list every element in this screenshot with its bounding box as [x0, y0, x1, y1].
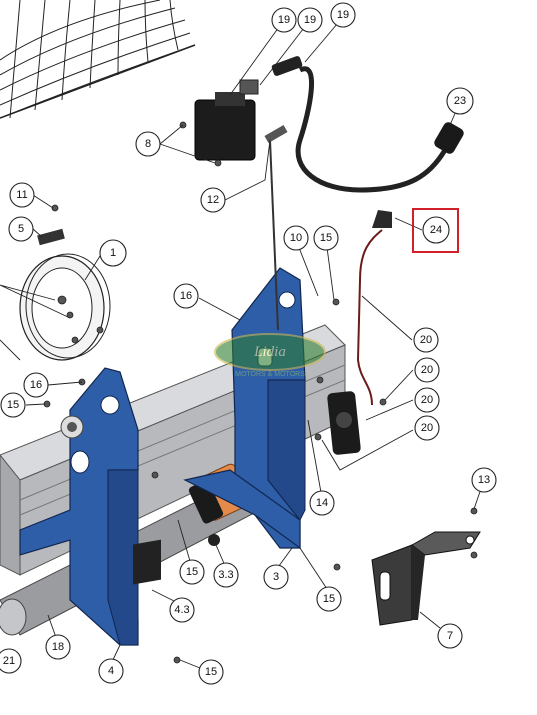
svg-text:15: 15	[205, 666, 217, 678]
svg-text:13: 13	[478, 474, 490, 486]
ht-lead	[271, 56, 464, 193]
highlight-box-24	[412, 208, 459, 253]
ignition-coil	[194, 79, 259, 161]
svg-text:14: 14	[316, 497, 328, 509]
callout-23[interactable]: 23	[446, 87, 474, 115]
callout-8[interactable]: 8	[135, 131, 161, 157]
callout-15-e[interactable]: 15	[198, 659, 224, 685]
black-collar	[188, 480, 224, 524]
callout-1[interactable]: 1	[99, 239, 127, 267]
svg-text:20: 20	[421, 364, 433, 376]
callout-5[interactable]: 5	[8, 216, 34, 242]
callout-15-c[interactable]: 15	[179, 559, 205, 585]
spark-plug-cap	[434, 122, 464, 154]
pin-rod	[269, 139, 279, 331]
svg-text:19: 19	[278, 14, 290, 26]
label-plate	[133, 539, 161, 585]
callout-4-3[interactable]: 4.3	[169, 597, 195, 623]
svg-text:15: 15	[7, 399, 19, 411]
callout-16-b[interactable]: 16	[23, 372, 49, 398]
svg-text:24: 24	[430, 224, 442, 236]
callout-20-b[interactable]: 20	[414, 357, 440, 383]
svg-text:3: 3	[273, 571, 279, 583]
callout-13[interactable]: 13	[471, 467, 497, 493]
svg-text:10: 10	[290, 232, 302, 244]
callout-15-d[interactable]: 15	[316, 586, 342, 612]
svg-text:16: 16	[180, 290, 192, 302]
svg-text:20: 20	[421, 422, 433, 434]
svg-text:4: 4	[108, 665, 114, 677]
kill-switch-assembly	[327, 210, 392, 455]
svg-text:15: 15	[186, 566, 198, 578]
watermark-brand: Lidia	[253, 344, 286, 360]
watermark-logo: Lidia MOTORS & MOTORS	[214, 333, 326, 378]
clip-part	[37, 228, 65, 246]
callout-15-a[interactable]: 15	[313, 225, 339, 251]
callout-15-b[interactable]: 15	[0, 392, 26, 418]
svg-text:23: 23	[454, 95, 466, 107]
svg-text:20: 20	[420, 334, 432, 346]
svg-text:11: 11	[16, 189, 27, 201]
svg-text:3.3: 3.3	[218, 569, 233, 581]
callout-14[interactable]: 14	[309, 490, 335, 516]
wire-mesh-guard	[0, 0, 196, 119]
callout-3[interactable]: 3	[263, 564, 289, 590]
callout-3-3[interactable]: 3.3	[213, 562, 239, 588]
svg-text:16: 16	[30, 379, 42, 391]
svg-text:21: 21	[3, 655, 15, 667]
left-support-bracket	[19, 367, 139, 646]
svg-text:19: 19	[304, 14, 316, 26]
svg-text:1: 1	[110, 247, 116, 259]
callout-4[interactable]: 4	[98, 658, 124, 684]
svg-text:20: 20	[421, 394, 433, 406]
mounting-bracket	[371, 531, 481, 626]
svg-text:15: 15	[323, 593, 335, 605]
svg-text:18: 18	[52, 641, 64, 653]
callout-19-b[interactable]: 19	[297, 7, 323, 33]
watermark-tagline: MOTORS & MOTORS	[235, 371, 305, 378]
svg-text:8: 8	[145, 138, 151, 150]
callout-7[interactable]: 7	[437, 623, 463, 649]
svg-text:7: 7	[447, 630, 453, 642]
callout-21[interactable]: 21	[0, 648, 22, 674]
callout-18[interactable]: 18	[45, 634, 71, 660]
svg-text:4.3: 4.3	[174, 604, 189, 616]
callout-19-a[interactable]: 19	[271, 7, 297, 33]
callout-10[interactable]: 10	[283, 225, 309, 251]
callout-12[interactable]: 12	[200, 187, 226, 213]
callout-24[interactable]: 24	[422, 216, 450, 244]
callout-16-a[interactable]: 16	[173, 283, 199, 309]
callout-11[interactable]: 11	[9, 182, 35, 208]
svg-text:5: 5	[18, 223, 24, 235]
callout-20-a[interactable]: 20	[413, 327, 439, 353]
leader-lines	[0, 16, 485, 673]
round-flange	[19, 253, 111, 361]
svg-text:15: 15	[320, 232, 332, 244]
callout-19-c[interactable]: 19	[330, 2, 356, 28]
callout-20-d[interactable]: 20	[414, 415, 440, 441]
callouts: 19 19 19 23 8 12 11 5 1 24 10 15 16 20 2…	[0, 2, 497, 685]
svg-text:12: 12	[207, 194, 219, 206]
callout-20-c[interactable]: 20	[414, 387, 440, 413]
fasteners	[37, 121, 478, 664]
svg-text:19: 19	[337, 9, 349, 21]
